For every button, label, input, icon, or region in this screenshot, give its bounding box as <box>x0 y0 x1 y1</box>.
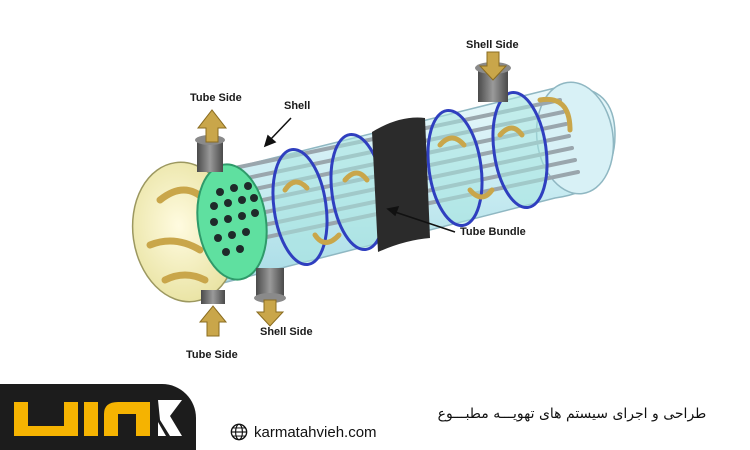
label-shell-side-bottom: Shell Side <box>260 326 313 338</box>
label-tube-side-top: Tube Side <box>190 92 242 104</box>
heat-exchanger-diagram: Shell Side Tube Side Shell Tube Bundle S… <box>131 39 616 361</box>
globe-icon <box>230 423 248 441</box>
tube-side-bottom-nozzle <box>201 290 225 304</box>
website-text: karmatahvieh.com <box>254 423 377 441</box>
brand-logo[interactable] <box>0 384 196 450</box>
io-arrows <box>196 51 508 337</box>
website-link[interactable]: karmatahvieh.com <box>230 423 377 441</box>
logo-mark-icon <box>14 400 182 436</box>
tube-sheet-holes <box>210 182 259 256</box>
shell-side-in-arrow <box>478 51 508 81</box>
tube-side-top-nozzle <box>197 140 223 172</box>
tube-side-in-arrow <box>198 305 228 337</box>
label-shell: Shell <box>284 100 311 112</box>
flow-arrows <box>282 96 573 245</box>
leader-lines <box>263 117 456 233</box>
tube-sheet <box>196 163 268 281</box>
shell-side-out-arrow <box>255 299 285 327</box>
heat-exchanger-illustration <box>131 51 616 337</box>
company-tagline: طراحی و اجرای سیستم های تهویـــه مطبـــو… <box>437 406 707 422</box>
support-band <box>372 117 430 252</box>
label-tube-bundle: Tube Bundle <box>460 226 526 238</box>
tube-side-out-arrow <box>196 109 228 143</box>
label-tube-side-bottom: Tube Side <box>186 349 238 361</box>
label-shell-side-top: Shell Side <box>466 39 519 51</box>
